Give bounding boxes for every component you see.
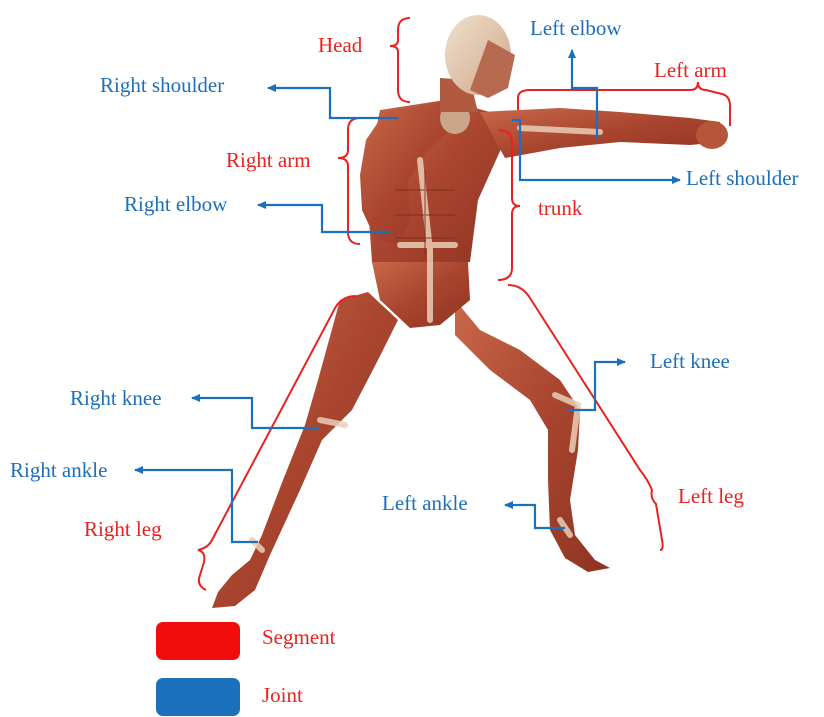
- right-shoulder-leader: [268, 88, 398, 118]
- head-brace: [390, 18, 410, 102]
- right-leg-label: Right leg: [84, 517, 162, 541]
- joint-legend-swatch: [156, 678, 240, 716]
- right-leg-shape: [212, 292, 398, 608]
- right-shoulder-label: Right shoulder: [100, 73, 224, 97]
- trunk-label: trunk: [538, 196, 582, 220]
- right-knee-leader: [192, 398, 320, 428]
- left-ankle-label: Left ankle: [382, 491, 468, 515]
- left-elbow-label: Left elbow: [530, 16, 622, 40]
- right-elbow-label: Right elbow: [124, 192, 227, 216]
- joint-legend-label: Joint: [262, 683, 303, 707]
- left-fist-shape: [696, 121, 728, 149]
- segment-legend-swatch: [156, 622, 240, 660]
- right-ankle-label: Right ankle: [10, 458, 107, 482]
- right-knee-label: Right knee: [70, 386, 162, 410]
- right-arm-label: Right arm: [226, 148, 311, 172]
- left-leg-shape: [455, 300, 610, 572]
- right-arm-brace: [338, 118, 360, 244]
- left-knee-label: Left knee: [650, 349, 730, 373]
- left-shoulder-label: Left shoulder: [686, 166, 799, 190]
- left-leg-label: Left leg: [678, 484, 744, 508]
- left-arm-label: Left arm: [654, 58, 727, 82]
- head-label: Head: [318, 33, 362, 57]
- segment-legend-label: Segment: [262, 625, 336, 649]
- muscle-figure: [212, 15, 728, 608]
- left-leg-brace: [508, 285, 663, 550]
